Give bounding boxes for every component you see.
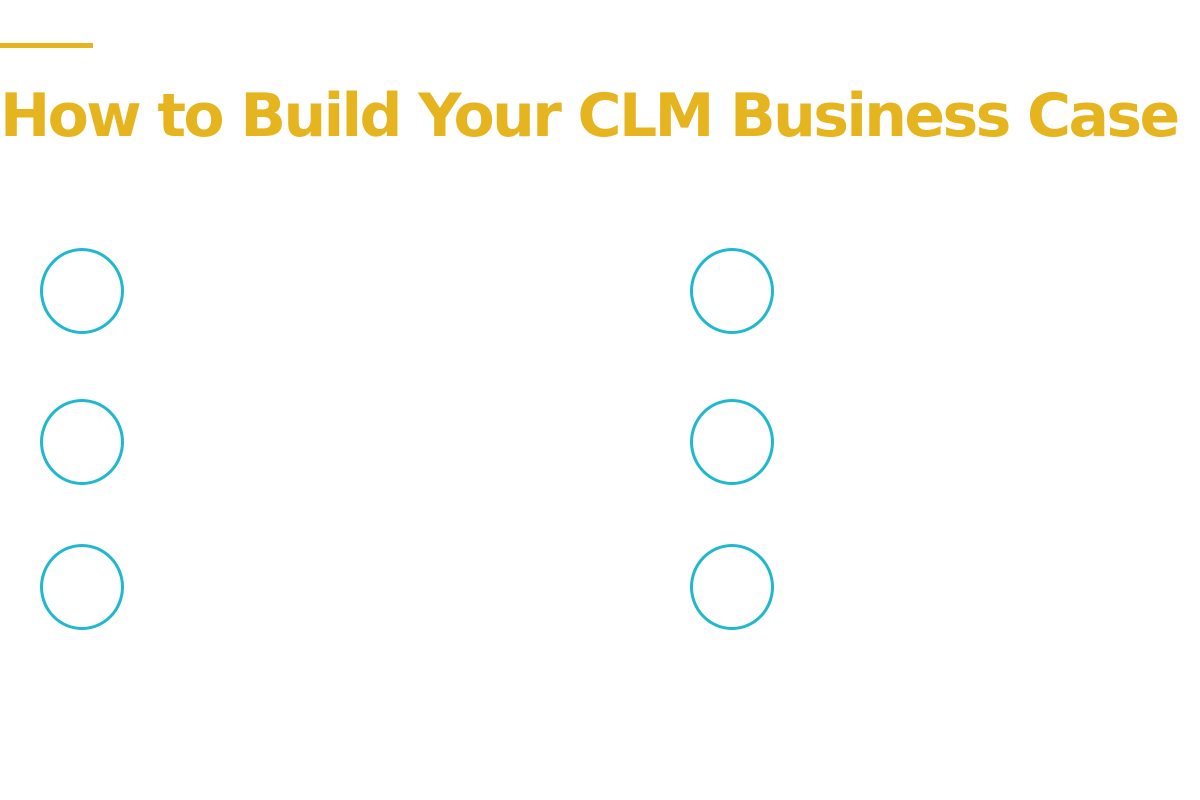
page-title: How to Build Your CLM Business Case [0,81,1180,151]
list-item-right-2 [690,397,1170,487]
list-item-left-1 [40,246,520,336]
circle-icon [690,544,774,630]
list-item-right-1 [690,246,1170,336]
circle-icon [40,544,124,630]
circle-icon [690,248,774,334]
circle-icon [40,399,124,485]
list-item-left-2 [40,397,520,487]
circle-icon [690,399,774,485]
title-accent-bar [0,43,93,48]
circle-icon [40,248,124,334]
list-item-left-3 [40,542,520,632]
list-item-right-3 [690,542,1170,632]
